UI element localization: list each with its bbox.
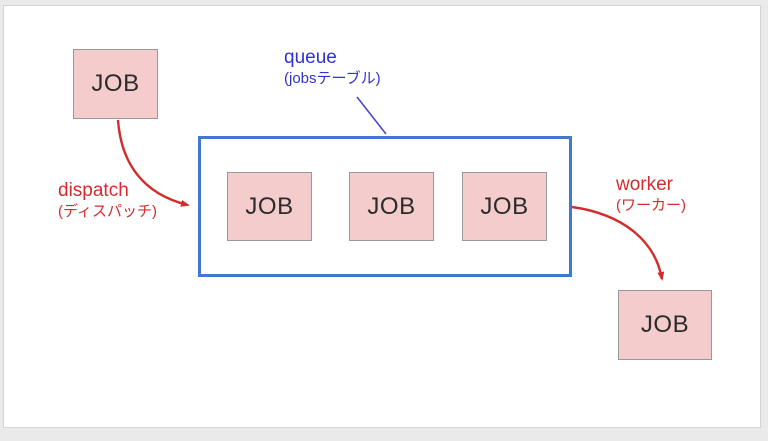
dispatch-label: dispatch (ディスパッチ)	[58, 180, 157, 221]
worker-label-title: worker	[616, 174, 674, 195]
worker-label-subtitle: (ワーカー)	[616, 196, 686, 214]
job-box-queue-2: JOB	[349, 172, 434, 241]
worker-label: worker (ワーカー)	[616, 174, 686, 215]
queue-label: queue (jobsテーブル)	[284, 47, 381, 88]
job-label: JOB	[480, 192, 529, 220]
dispatch-label-title: dispatch	[58, 180, 129, 201]
job-box-queue-3: JOB	[462, 172, 547, 241]
job-box-queue-1: JOB	[227, 172, 312, 241]
job-label: JOB	[640, 311, 690, 338]
queue-label-subtitle: (jobsテーブル)	[284, 69, 381, 87]
queue-container	[198, 136, 572, 277]
job-label: JOB	[367, 192, 416, 220]
dispatch-label-subtitle: (ディスパッチ)	[58, 202, 157, 220]
job-box-result: JOB	[618, 290, 712, 360]
job-label: JOB	[245, 192, 294, 220]
job-label: JOB	[91, 70, 140, 97]
job-box-source: JOB	[73, 49, 158, 119]
queue-label-title: queue	[284, 47, 337, 68]
